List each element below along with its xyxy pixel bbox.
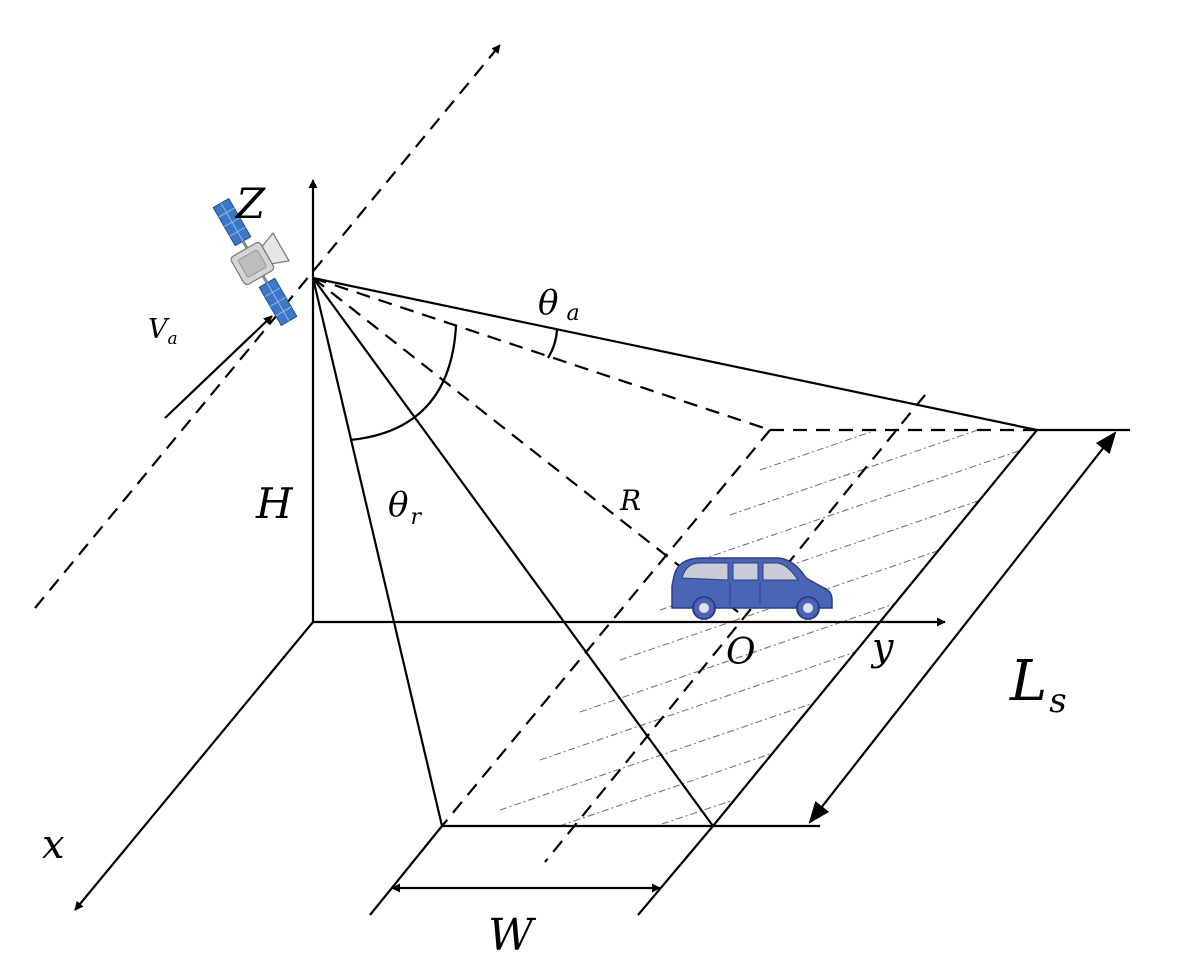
velocity-label: Va — [148, 314, 178, 349]
velocity-label-sub: a — [168, 329, 178, 349]
flight-path — [34, 44, 501, 609]
aperture-length-main: L — [1009, 649, 1047, 714]
beam-near-edge — [311, 277, 444, 827]
x-axis — [74, 621, 314, 911]
slant-range-line — [312, 277, 739, 613]
beam-mid-line — [312, 277, 714, 827]
beam-far-edge — [312, 276, 1038, 432]
y-axis-label: y — [870, 625, 894, 669]
aperture-length-arrow — [808, 431, 1117, 824]
aperture-length-sub: s — [1049, 681, 1066, 721]
velocity-arrow — [164, 315, 273, 419]
origin-label: O — [726, 632, 756, 673]
swath-width-label: W — [488, 910, 537, 961]
velocity-label-main: V — [148, 314, 170, 345]
swath-center-line — [544, 394, 926, 863]
height-label: H — [255, 479, 294, 528]
theta-r-sub: r — [410, 505, 422, 530]
width-extension-left — [369, 825, 443, 916]
theta-a-sub: a — [566, 301, 579, 326]
swath-left-edge — [441, 429, 771, 827]
theta-a-main: θ — [538, 283, 558, 323]
theta-r-arc — [349, 325, 458, 442]
slant-range-label: R — [619, 484, 641, 517]
theta-r-label: θr — [388, 485, 422, 530]
satellite-icon — [212, 197, 298, 327]
theta-a-arc — [547, 329, 559, 359]
theta-r-main: θ — [388, 485, 408, 525]
z-axis-label: Z — [234, 179, 266, 228]
van-icon — [671, 557, 833, 620]
width-extension-right — [637, 825, 714, 916]
x-axis-label: x — [42, 822, 65, 868]
beam-dashed-back — [312, 276, 771, 432]
aperture-length-label: Ls — [1009, 649, 1067, 721]
